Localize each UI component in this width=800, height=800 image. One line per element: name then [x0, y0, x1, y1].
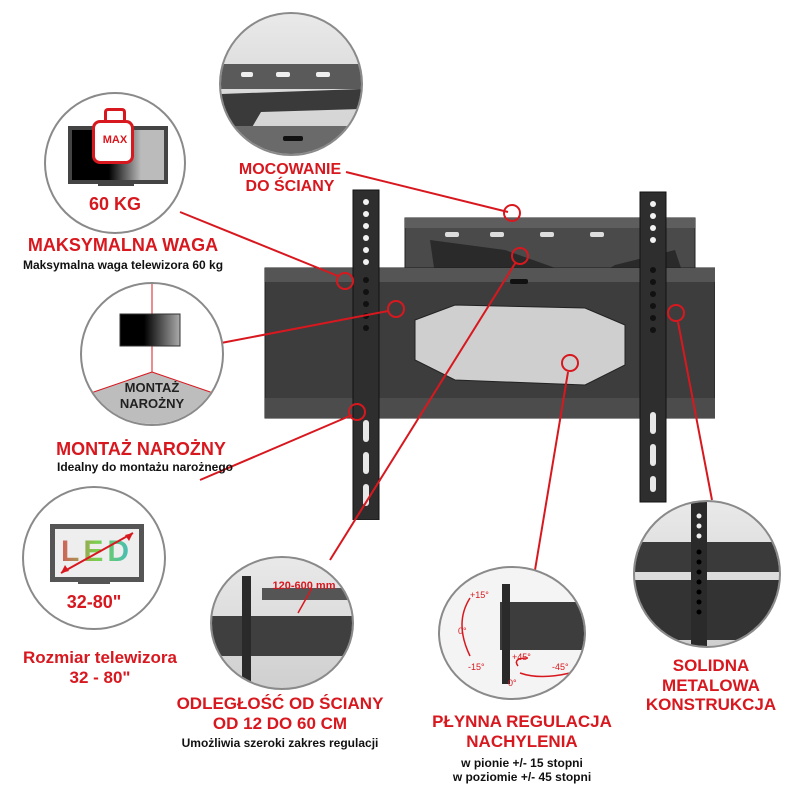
- tv-size-title: Rozmiar telewizora 32 - 80": [23, 648, 177, 687]
- wall-mount-detail-circle: [219, 12, 363, 156]
- bracket-side-closeup: [212, 576, 352, 686]
- tv-stand-icon: [78, 580, 110, 584]
- max-weight-title: MAKSYMALNA WAGA: [27, 235, 219, 255]
- tilt-title: PŁYNNA REGULACJA NACHYLENIA: [432, 712, 612, 751]
- wall-distance-range-label: 120-600 mm: [272, 580, 336, 592]
- diagonal-arrow-icon: [60, 532, 134, 574]
- tv-stand-icon: [98, 182, 134, 186]
- corner-mount-circle-label: MONTAŻ NAROŻNY: [119, 380, 185, 411]
- tilt-swivel-diagram: [461, 584, 584, 684]
- wall-distance-circle: 120-600 mm: [210, 556, 354, 690]
- wall-distance-title: ODLEGŁOŚĆ OD ŚCIANY OD 12 DO 60 CM: [176, 694, 384, 733]
- wall-mount-title: MOCOWANIE DO ŚCIANY: [238, 161, 342, 195]
- tv-size-circle-value: 32-80": [66, 592, 122, 612]
- tilt-description: w pionie +/- 15 stopni w poziomie +/- 45…: [452, 756, 592, 785]
- max-weight-circle: MAX 60 KG: [44, 92, 186, 234]
- tv-size-circle: LED 32-80": [22, 486, 166, 630]
- tv-bracket-illustration: [264, 189, 716, 521]
- wall-distance-description: Umożliwia szeroki zakres regulacji: [181, 736, 379, 750]
- construction-title: SOLIDNA METALOWA KONSTRUKCJA: [645, 656, 777, 715]
- corner-mount-title: MONTAŻ NAROŻNY: [56, 439, 226, 459]
- max-weight-description: Maksymalna waga telewizora 60 kg: [22, 258, 224, 272]
- product-image: [255, 180, 716, 521]
- tilt-swivel-circle: +15° 0° -15° +45° 0° -45°: [438, 566, 586, 700]
- rail-closeup: [635, 502, 779, 646]
- corner-room-icon: [82, 284, 222, 424]
- corner-mount-circle: MONTAŻ NAROŻNY: [80, 282, 224, 426]
- tv-led-icon: LED: [50, 524, 144, 582]
- corner-mount-description: Idealny do montażu narożnego: [56, 460, 233, 474]
- construction-circle: [633, 500, 781, 648]
- max-weight-value: 60 KG: [88, 194, 142, 214]
- weight-icon: MAX: [92, 108, 134, 164]
- wall-plate-closeup: [221, 64, 361, 154]
